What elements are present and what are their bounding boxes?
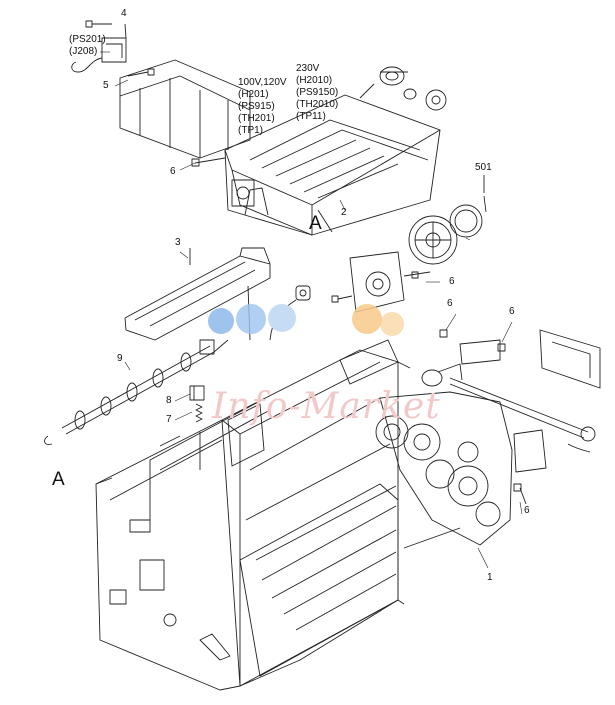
callout-1: 1 [487,572,493,583]
ref-j208: (J208) [69,46,98,57]
sensor-reference-label: (PS201) (J208) [69,34,106,58]
watermark-dot [380,312,404,336]
part-7-spring [195,403,203,423]
callout-6-lower: 6 [524,505,530,516]
section-mark-a-fuser: A [309,213,322,234]
part-3-paper-guide [124,247,271,341]
v100-line-4: (TH201) [238,113,275,124]
callout-6-right: 6 [509,306,515,317]
v230-line-5: (TP11) [296,111,326,122]
callout-7: 7 [166,414,172,425]
leader-lines [100,51,523,569]
voltage-100-120-label: 100V,120V (H201) (PS915) (TH201) (TP1) [238,77,287,137]
voltage-230-label: 230V (H2010) (PS9150) (TH2010) (TP11) [296,63,338,123]
watermark-dot [352,304,382,334]
part-2-fuser-assembly [191,66,447,236]
callout-501: 501 [475,162,492,173]
v100-line-5: (TP1) [238,125,263,136]
watermark-text: Info-Market [212,386,441,427]
watermark-dot [268,304,296,332]
part-1-gear-assembly [375,329,601,549]
callout-6-mid: 6 [447,298,453,309]
v100-line-1: 100V,120V [238,77,287,88]
part-501-snap-ring [449,175,487,238]
v230-line-4: (TH2010) [296,99,339,110]
part-8-holder [189,385,205,401]
main-frame-chassis [95,339,411,691]
callout-2: 2 [341,207,347,218]
part-4-sensor-bracket [71,20,251,159]
section-mark-a-frame: A [52,469,65,490]
callout-6-gear: 6 [449,276,455,287]
callout-3: 3 [175,237,181,248]
v230-line-2: (H2010) [296,75,333,86]
callout-9: 9 [117,353,123,364]
v100-line-3: (PS915) [238,101,275,112]
ref-ps201: (PS201) [69,34,106,45]
callout-4: 4 [121,8,127,19]
v230-line-1: 230V [296,63,320,74]
callout-8: 8 [166,395,172,406]
watermark-dot [236,304,266,334]
v230-line-3: (PS9150) [296,87,339,98]
part-9-roller-shaft [44,339,229,445]
v100-line-2: (H201) [238,89,269,100]
callout-5: 5 [103,80,109,91]
watermark-dot [208,308,234,334]
drive-gear-bracket [269,215,458,341]
callout-6-upper: 6 [170,166,176,177]
